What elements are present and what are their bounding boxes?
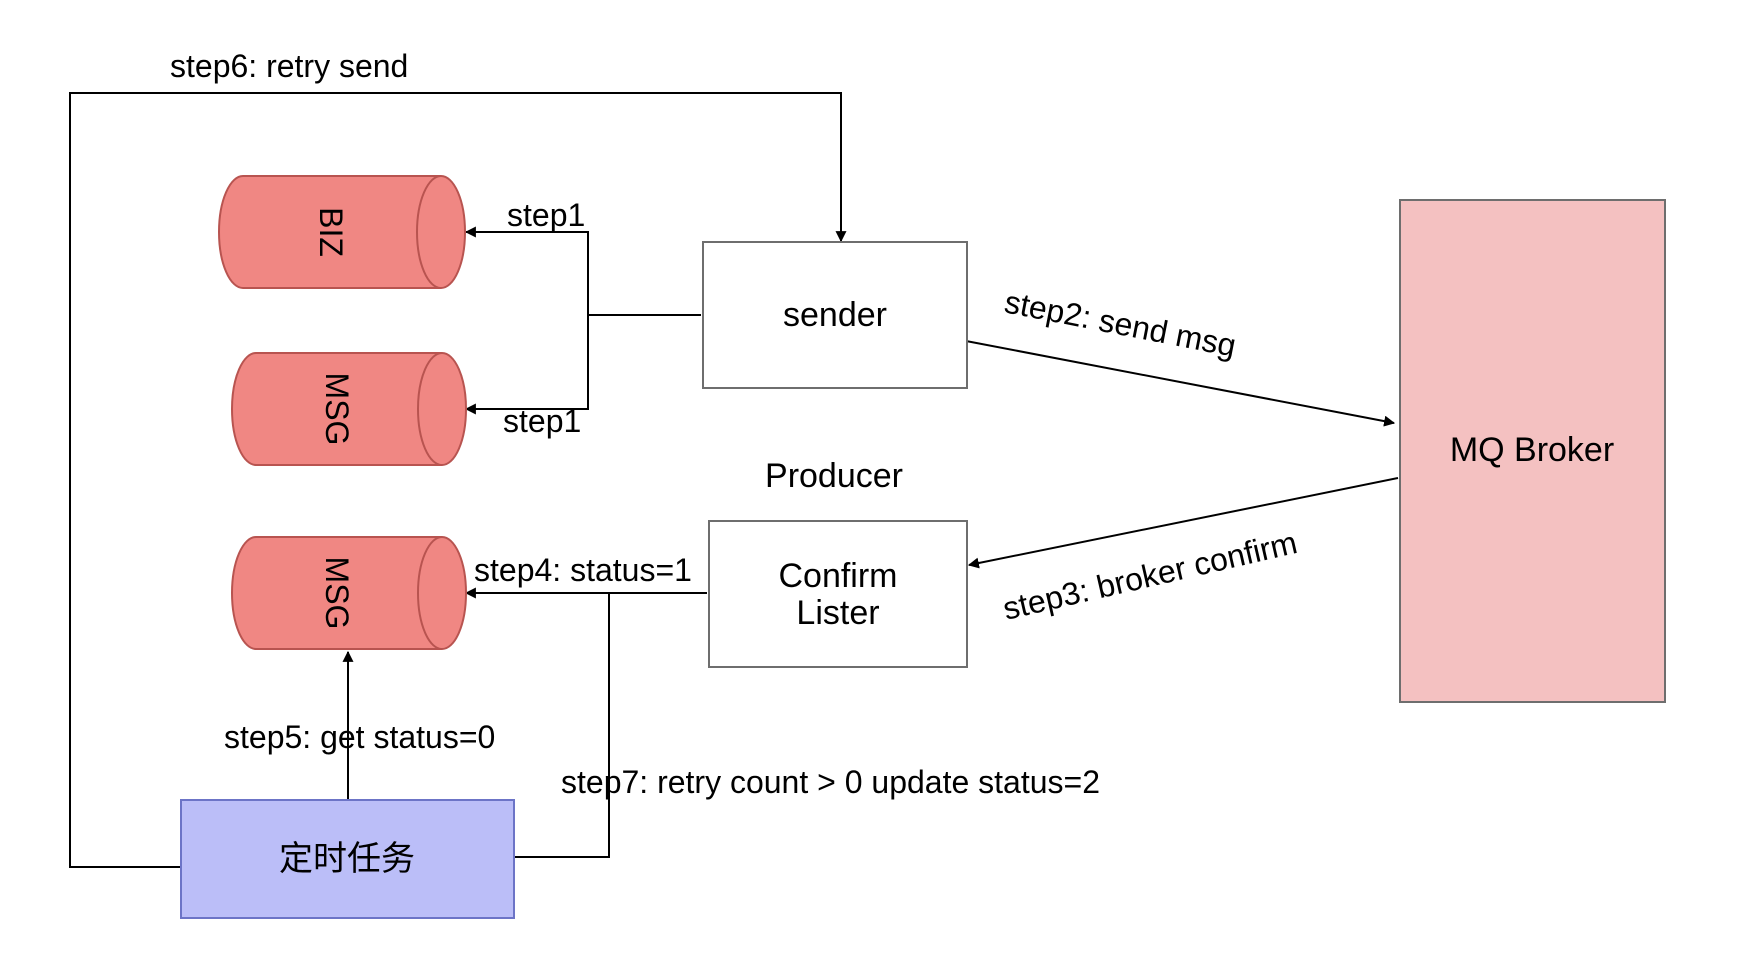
biz-database-cap [416, 175, 442, 289]
edge-step2-send-msg [965, 340, 1396, 427]
edge-step1-msg [464, 315, 589, 415]
edge-label-step3: step3: broker confirm [999, 524, 1300, 627]
edge-label-step4: step4: status=1 [474, 552, 692, 588]
edge-label-step2: step2: send msg [1002, 284, 1239, 364]
edge-step7-update-status [513, 593, 610, 858]
confirm-listener-label-line1: Confirm [778, 557, 897, 595]
edge-step1-biz [464, 226, 589, 315]
sender-box: sender [702, 241, 968, 389]
mq-broker-box: MQ Broker [1399, 199, 1666, 703]
sender-label: sender [783, 296, 887, 334]
msg-database-top-cap [417, 352, 443, 466]
confirm-listener-box: Confirm Lister [708, 520, 968, 668]
edge-step6-retry-send [69, 92, 847, 868]
biz-database-label: BIZ [313, 207, 349, 257]
msg-database-top: MSG [231, 352, 467, 466]
sender-box-rect [702, 241, 968, 389]
msg-database-bottom-cap [417, 536, 443, 650]
msg-database-bottom: MSG [231, 536, 467, 650]
biz-database: BIZ [218, 175, 466, 289]
confirm-listener-label-line2: Lister [796, 594, 879, 632]
msg-database-top-label: MSG [319, 373, 355, 446]
edge-label-step1-biz: step1 [507, 197, 585, 233]
scheduled-task-box-rect [180, 799, 515, 919]
mq-broker-label: MQ Broker [1450, 431, 1614, 469]
msg-database-bottom-label: MSG [319, 557, 355, 630]
edge-step3-broker-confirm [967, 477, 1399, 569]
mq-broker-box-rect [1399, 199, 1666, 703]
scheduled-task-box: 定时任务 [180, 799, 515, 919]
edge-label-step1-msg: step1 [503, 403, 581, 439]
edge-label-step7: step7: retry count > 0 update status=2 [561, 764, 1100, 800]
edge-label-step5: step5: get status=0 [224, 719, 495, 755]
producer-label: Producer [765, 457, 903, 495]
confirm-listener-box-rect [708, 520, 968, 668]
scheduled-task-label: 定时任务 [279, 839, 415, 879]
edge-label-step6: step6: retry send [170, 48, 408, 84]
